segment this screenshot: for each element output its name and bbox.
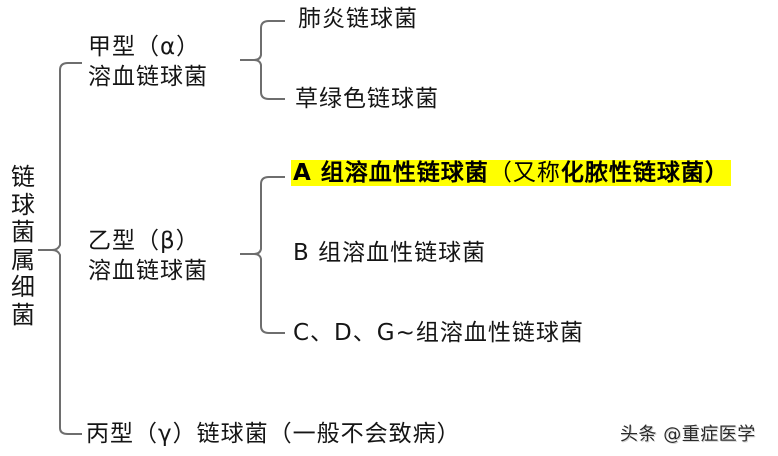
type-beta-line1: 乙型（β） [88,228,200,254]
type-beta-label: 乙型（β） 溶血链球菌 [88,226,208,286]
root-bracket [38,62,82,435]
beta-bracket [240,176,285,334]
alpha-child-pneumoniae: 肺炎链球菌 [298,6,418,32]
root-char: 菌 [11,218,35,246]
alpha-bracket [240,20,285,100]
type-alpha-label: 甲型（α） 溶血链球菌 [88,32,208,92]
watermark: 头条 @重症医学 [620,424,756,445]
type-gamma-label: 丙型（γ）链球菌（一般不会致病） [86,421,461,447]
group-a-alias: 化脓性链球菌） [560,160,729,186]
root-label-genus: 链 球 菌 属 细 菌 [8,163,38,329]
beta-child-group-b: B 组溶血性链球菌 [293,240,487,266]
root-char: 属 [11,245,35,274]
group-a-name: A 组溶血性链球菌 [293,160,489,186]
type-alpha-line1: 甲型（α） [88,34,201,60]
group-a-aka-prefix: （又称 [488,160,561,186]
root-char: 球 [11,190,35,219]
type-beta-line2: 溶血链球菌 [88,258,208,284]
group-a-highlight: A 组溶血性链球菌（又称化脓性链球菌） [291,160,731,186]
beta-child-group-a: A 组溶血性链球菌（又称化脓性链球菌） [291,158,731,188]
alpha-child-viridans: 草绿色链球菌 [295,86,439,112]
type-alpha-line2: 溶血链球菌 [88,64,208,90]
root-char: 细 [11,273,35,301]
beta-child-group-cdg: C、D、G~组溶血性链球菌 [293,320,584,346]
root-char: 链 [11,163,35,191]
root-char: 菌 [11,300,35,329]
